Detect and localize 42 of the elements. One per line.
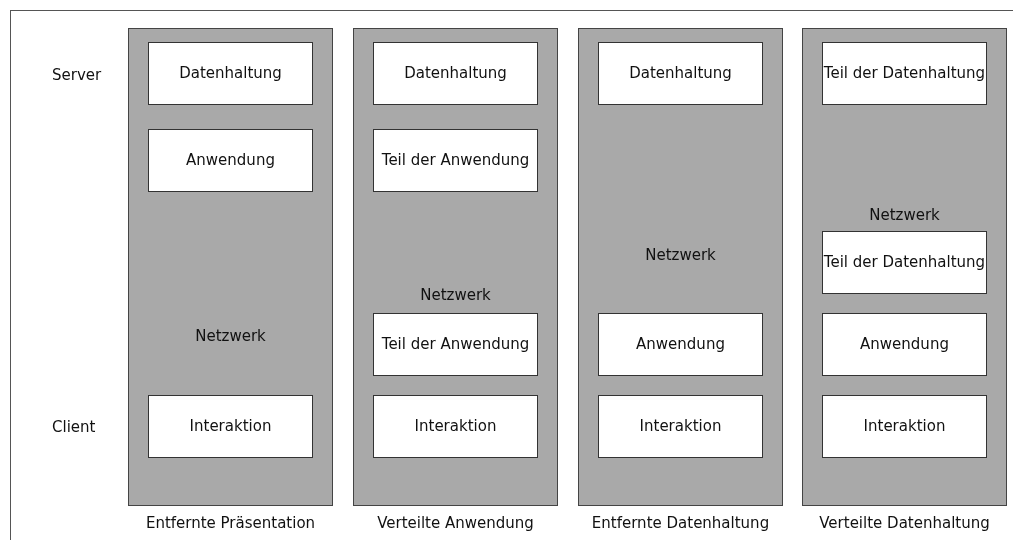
layer-label: Interaktion	[639, 416, 722, 437]
layer-box	[373, 313, 538, 376]
layer-box	[598, 395, 763, 458]
layer-box	[822, 395, 987, 458]
layer-label: Anwendung	[636, 334, 725, 355]
layer-box	[598, 42, 763, 105]
tier-label: Server	[52, 66, 102, 84]
column-caption: Entfernte Präsentation	[144, 514, 317, 534]
network-label: Netzwerk	[194, 327, 267, 345]
layer-box	[822, 313, 987, 376]
column-panel	[128, 28, 333, 506]
layer-label: Teil der Datenhaltung	[823, 252, 986, 273]
layer-label: Datenhaltung	[629, 63, 732, 84]
layer-label: Teil der Datenhaltung	[823, 63, 986, 84]
network-label: Netzwerk	[644, 246, 717, 264]
layer-box	[822, 231, 987, 294]
layer-label: Teil der Anwendung	[381, 334, 530, 355]
column-caption: Verteilte Anwendung	[376, 514, 535, 534]
layer-label: Datenhaltung	[179, 63, 282, 84]
layer-box	[373, 395, 538, 458]
layer-label: Anwendung	[860, 334, 949, 355]
layer-box	[822, 42, 987, 105]
column-caption: Entfernte Datenhaltung	[590, 514, 771, 534]
layer-box	[373, 129, 538, 192]
column-panel	[353, 28, 558, 506]
column-caption: Verteilte Datenhaltung	[818, 514, 991, 534]
layer-label: Datenhaltung	[404, 63, 507, 84]
layer-label: Interaktion	[414, 416, 497, 437]
column-panel	[578, 28, 783, 506]
layer-box	[598, 313, 763, 376]
tier-label: Client	[52, 418, 96, 436]
network-label: Netzwerk	[419, 286, 492, 304]
layer-label: Interaktion	[189, 416, 272, 437]
network-label: Netzwerk	[868, 206, 941, 224]
layer-box	[148, 395, 313, 458]
column-panel	[802, 28, 1007, 506]
layer-label: Interaktion	[863, 416, 946, 437]
layer-label: Teil der Anwendung	[381, 150, 530, 171]
layer-box	[148, 42, 313, 105]
layer-box	[148, 129, 313, 192]
layer-box	[373, 42, 538, 105]
layer-label: Anwendung	[186, 150, 275, 171]
